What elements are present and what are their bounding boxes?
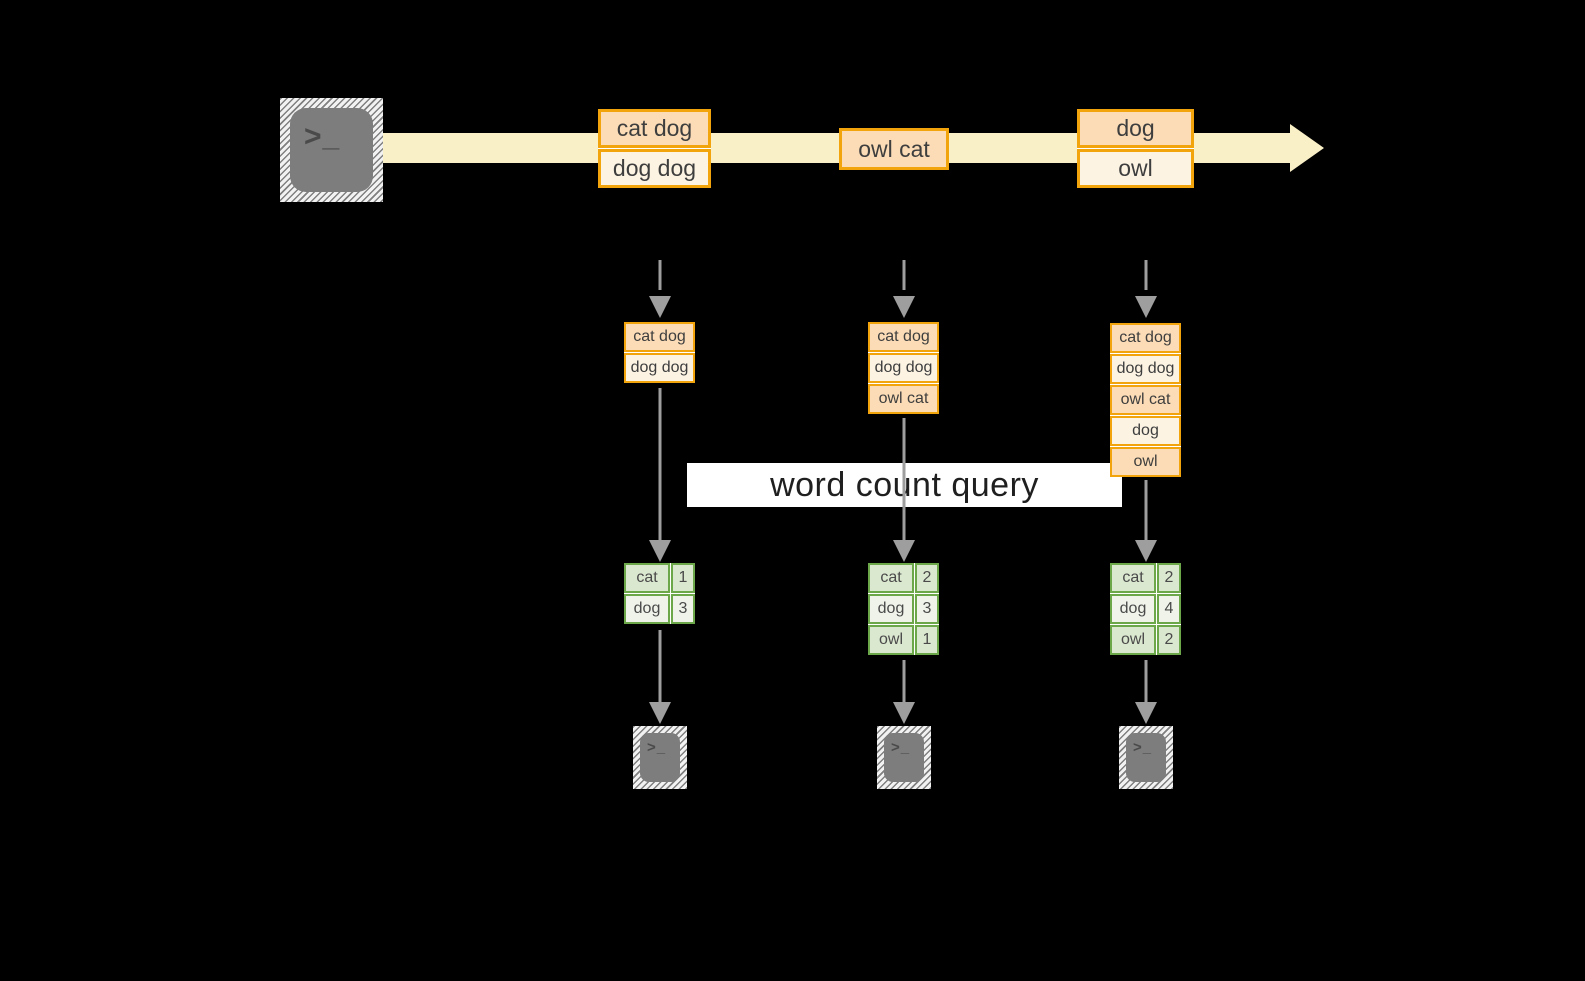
stack-row: owl cat (1110, 385, 1181, 415)
dashed-arrow-line (658, 260, 662, 290)
table-row: dog 3 (868, 594, 939, 624)
count-cell: 4 (1157, 594, 1181, 624)
table-row: dog 4 (1110, 594, 1181, 624)
dashed-arrow-head-icon (893, 296, 915, 318)
dashed-arrow-line (902, 260, 906, 290)
accumulated-stack-1: cat dog dog dog (624, 322, 695, 383)
stack-row: cat dog (1110, 323, 1181, 353)
stream-arrowhead-icon (1290, 124, 1324, 172)
accumulated-stack-2: cat dog dog dog owl cat (868, 322, 939, 414)
count-cell: 2 (1157, 625, 1181, 655)
table-row: dog 3 (624, 594, 695, 624)
result-arrow-line (658, 630, 662, 704)
word-cell: cat (624, 563, 670, 593)
stream-row: owl cat (839, 128, 949, 170)
count-table-1: cat 1 dog 3 (624, 563, 695, 624)
terminal-prompt-icon: >_ (1126, 733, 1166, 782)
query-arrow-line (658, 388, 662, 540)
table-row: cat 1 (624, 563, 695, 593)
terminal-prompt-icon: >_ (290, 108, 373, 192)
stream-row: dog (1077, 109, 1194, 148)
stream-batch-2: owl cat (839, 128, 949, 170)
dashed-arrow-line (1144, 260, 1148, 290)
dashed-arrow-head-icon (649, 296, 671, 318)
query-arrow-head-icon (1135, 540, 1157, 562)
count-cell: 3 (915, 594, 939, 624)
table-row: cat 2 (1110, 563, 1181, 593)
stack-row: owl (1110, 447, 1181, 477)
word-cell: owl (868, 625, 914, 655)
stream-row: cat dog (598, 109, 711, 148)
stream-row: owl (1077, 149, 1194, 188)
stack-row: dog dog (1110, 354, 1181, 384)
result-arrow-head-icon (649, 702, 671, 724)
result-arrow-line (902, 660, 906, 704)
stream-batch-3: dog owl (1077, 109, 1194, 188)
stream-batch-1: cat dog dog dog (598, 109, 711, 188)
word-cell: cat (1110, 563, 1156, 593)
table-row: cat 2 (868, 563, 939, 593)
word-cell: owl (1110, 625, 1156, 655)
count-cell: 1 (915, 625, 939, 655)
result-arrow-line (1144, 660, 1148, 704)
count-table-3: cat 2 dog 4 owl 2 (1110, 563, 1181, 655)
dashed-arrow-head-icon (1135, 296, 1157, 318)
result-arrow-head-icon (1135, 702, 1157, 724)
count-cell: 1 (671, 563, 695, 593)
accumulated-stack-3: cat dog dog dog owl cat dog owl (1110, 323, 1181, 477)
output-terminal-icon-3: >_ (1119, 726, 1173, 789)
count-cell: 3 (671, 594, 695, 624)
query-arrow-head-icon (649, 540, 671, 562)
stack-row: dog dog (868, 353, 939, 383)
query-arrow-line (1144, 480, 1148, 540)
terminal-prompt-icon: >_ (640, 733, 680, 782)
stack-row: dog (1110, 416, 1181, 446)
word-cell: dog (868, 594, 914, 624)
query-arrow-line (902, 418, 906, 540)
output-terminal-icon-2: >_ (877, 726, 931, 789)
stack-row: cat dog (624, 322, 695, 352)
count-cell: 2 (1157, 563, 1181, 593)
count-cell: 2 (915, 563, 939, 593)
stack-row: owl cat (868, 384, 939, 414)
table-row: owl 1 (868, 625, 939, 655)
stack-row: dog dog (624, 353, 695, 383)
query-arrow-head-icon (893, 540, 915, 562)
output-terminal-icon-1: >_ (633, 726, 687, 789)
source-terminal-icon: >_ (280, 98, 383, 202)
terminal-prompt-icon: >_ (884, 733, 924, 782)
word-cell: dog (1110, 594, 1156, 624)
table-row: owl 2 (1110, 625, 1181, 655)
word-cell: cat (868, 563, 914, 593)
result-arrow-head-icon (893, 702, 915, 724)
count-table-2: cat 2 dog 3 owl 1 (868, 563, 939, 655)
stream-row: dog dog (598, 149, 711, 188)
word-cell: dog (624, 594, 670, 624)
stack-row: cat dog (868, 322, 939, 352)
